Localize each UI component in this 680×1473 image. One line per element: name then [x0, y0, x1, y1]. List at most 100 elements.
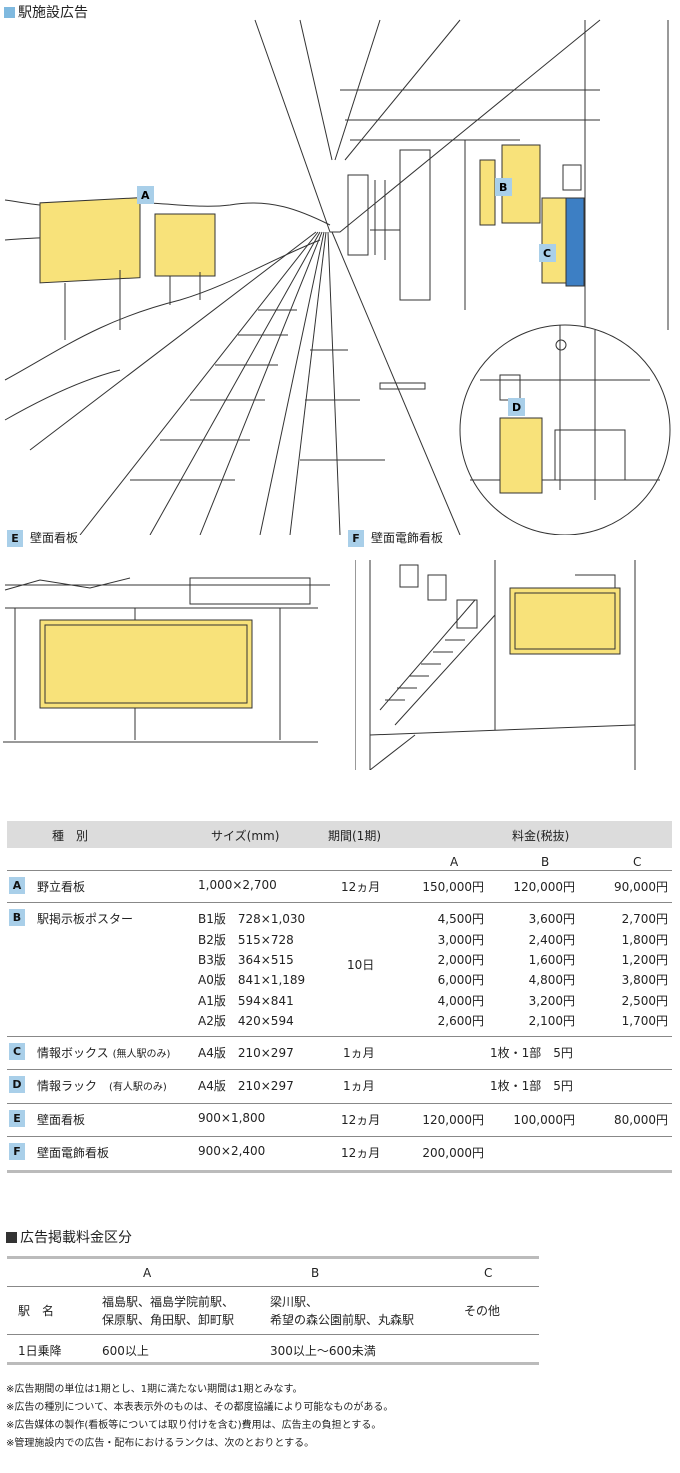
tag-b-label: B — [499, 181, 507, 194]
row-c-period: 1ヵ月 — [343, 1046, 375, 1060]
sub-fee-c: 1,200円 — [621, 953, 668, 967]
row-e-period: 12ヵ月 — [341, 1113, 381, 1127]
rank-riders-a: 600以上 — [102, 1344, 149, 1358]
header-size: サイズ(mm) — [211, 829, 280, 843]
sub-fee-a: 2,600円 — [437, 1014, 484, 1028]
sub-size: B1版 728×1,030 — [198, 912, 306, 926]
sub-size: A1版 594×841 — [198, 994, 294, 1008]
row-e-size: 900×1,800 — [198, 1111, 266, 1125]
rank-divider — [7, 1286, 539, 1287]
sub-fee-b: 1,600円 — [528, 953, 575, 967]
row-a-size: 1,000×2,700 — [198, 878, 277, 892]
row-d-period: 1ヵ月 — [343, 1079, 375, 1093]
row-c-note: (無人駅のみ) — [112, 1049, 171, 1060]
row-tag-e: E — [9, 1110, 25, 1127]
panel-f-label: 壁面電飾看板 — [371, 531, 444, 545]
row-a-period: 12ヵ月 — [341, 880, 381, 894]
row-tag-a: A — [9, 877, 25, 894]
header-fee: 料金(税抜) — [512, 829, 570, 843]
header-col-a: A — [450, 855, 459, 869]
rank-title: 広告掲載料金区分 — [6, 1227, 132, 1247]
row-d-fee: 1枚・1部 5円 — [490, 1079, 573, 1093]
row-tag-d: D — [9, 1076, 25, 1093]
row-f-name: 壁面電飾看板 — [37, 1146, 110, 1160]
sub-fee-a: 3,000円 — [437, 933, 484, 947]
rank-station-label: 駅 名 — [18, 1304, 55, 1318]
sub-fee-a: 4,000円 — [437, 994, 484, 1008]
illuminated-sign-illustration — [355, 560, 636, 770]
row-d-note: (有人駅のみ) — [109, 1082, 167, 1093]
row-divider — [7, 902, 672, 903]
wall-sign-illustration — [3, 577, 330, 743]
row-e-fee-c: 80,000円 — [614, 1113, 668, 1127]
square-bullet-icon — [6, 1232, 17, 1243]
rank-divider — [7, 1334, 539, 1335]
tag-d-label: D — [512, 401, 521, 414]
note-4: ※管理施設内での広告・配布におけるランクは、次のとおりとする。 — [6, 1438, 315, 1449]
row-tag-b: B — [9, 909, 25, 926]
row-c-name: 情報ボックス(無人駅のみ) — [37, 1044, 170, 1061]
sub-fee-c: 1,800円 — [621, 933, 668, 947]
rank-bottom-border — [7, 1362, 539, 1365]
row-f-size: 900×2,400 — [198, 1144, 266, 1158]
rates-header-band — [7, 821, 672, 848]
section-title: 駅施設広告 — [4, 2, 88, 22]
sub-fee-a: 4,500円 — [437, 912, 484, 926]
station-illustration: A B C D — [4, 19, 671, 535]
sub-fee-c: 3,800円 — [621, 973, 668, 987]
row-a-fee-b: 120,000円 — [513, 880, 575, 894]
row-c-size: A4版 210×297 — [198, 1046, 294, 1060]
sub-fee-c: 2,700円 — [621, 912, 668, 926]
rank-station-b2: 希望の森公園前駅、丸森駅 — [270, 1313, 415, 1327]
square-bullet-icon — [4, 7, 15, 18]
header-period: 期間(1期) — [328, 829, 381, 843]
row-d-name-text: 情報ラック — [37, 1079, 98, 1093]
rank-header-a: A — [143, 1266, 152, 1280]
row-d-size: A4版 210×297 — [198, 1079, 294, 1093]
rank-riders-b: 300以上〜600未満 — [270, 1344, 376, 1358]
sub-fee-c: 1,700円 — [621, 1014, 668, 1028]
sub-fee-b: 2,100円 — [528, 1014, 575, 1028]
rank-station-a1: 福島駅、福島学院前駅、 — [102, 1295, 235, 1309]
header-col-b: B — [541, 855, 550, 869]
rank-station-b1: 梁川駅、 — [270, 1295, 319, 1309]
row-e-fee-b: 100,000円 — [513, 1113, 575, 1127]
row-e-fee-a: 120,000円 — [422, 1113, 484, 1127]
sub-size: B2版 515×728 — [198, 933, 294, 947]
row-c-name-text: 情報ボックス — [37, 1046, 109, 1060]
sub-size: B3版 364×515 — [198, 953, 294, 967]
row-tag-f: F — [9, 1143, 25, 1160]
tag-c-label: C — [543, 247, 551, 260]
sub-size: A0版 841×1,189 — [198, 973, 306, 987]
row-a-name: 野立看板 — [37, 880, 86, 894]
rank-title-text: 広告掲載料金区分 — [20, 1230, 132, 1246]
row-divider — [7, 1036, 672, 1037]
row-divider — [7, 1136, 672, 1137]
sub-fee-a: 6,000円 — [437, 973, 484, 987]
rank-header-c: C — [484, 1266, 493, 1280]
note-3: ※広告媒体の製作(看板等については取り付けを含む)費用は、広告主の負担とする。 — [6, 1420, 382, 1431]
rank-top-border — [7, 1256, 539, 1259]
table-bottom-border — [7, 1170, 672, 1173]
row-a-fee-c: 90,000円 — [614, 880, 668, 894]
row-c-fee: 1枚・1部 5円 — [490, 1046, 573, 1060]
rank-header-b: B — [311, 1266, 320, 1280]
sub-fee-b: 4,800円 — [528, 973, 575, 987]
sub-fee-b: 3,200円 — [528, 994, 575, 1008]
header-type: 種 別 — [52, 829, 89, 843]
tag-a-label: A — [141, 189, 150, 202]
row-f-fee-a: 200,000円 — [422, 1146, 484, 1160]
row-b-name: 駅掲示板ポスター — [37, 912, 134, 926]
sub-size: A2版 420×594 — [198, 1014, 294, 1028]
rank-riders-label: 1日乗降 — [18, 1344, 62, 1358]
row-f-period: 12ヵ月 — [341, 1146, 381, 1160]
note-1: ※広告期間の単位は1期とし、1期に満たない期間は1期とみなす。 — [6, 1384, 303, 1395]
sub-fee-c: 2,500円 — [621, 994, 668, 1008]
row-divider — [7, 1103, 672, 1104]
section-title-text: 駅施設広告 — [18, 5, 88, 21]
sub-fee-b: 2,400円 — [528, 933, 575, 947]
tag-e: E — [7, 530, 23, 547]
rank-station-a2: 保原駅、角田駅、卸町駅 — [102, 1313, 235, 1327]
row-divider — [7, 870, 672, 871]
